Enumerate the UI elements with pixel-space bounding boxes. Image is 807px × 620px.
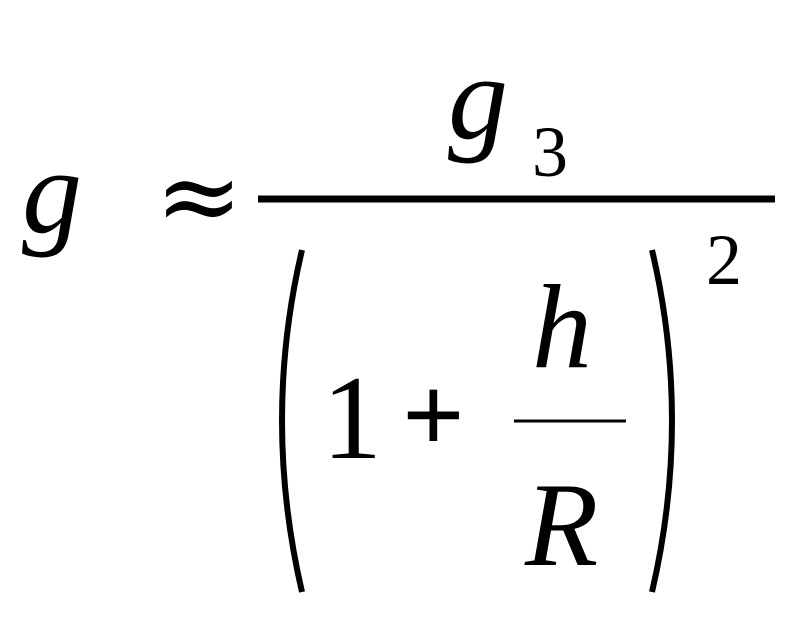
right-parenthesis bbox=[649, 249, 675, 593]
inner-denominator-r: R bbox=[524, 458, 598, 591]
numerator-g: g bbox=[448, 31, 508, 164]
numerator-subscript-3: 3 bbox=[532, 112, 568, 192]
left-parenthesis bbox=[279, 249, 305, 593]
lhs-variable-g: g bbox=[22, 125, 82, 258]
inner-numerator-h: h bbox=[532, 260, 592, 393]
approx-symbol: ≈ bbox=[155, 135, 243, 257]
exponent-two: 2 bbox=[706, 220, 742, 300]
numeral-one: 1 bbox=[322, 351, 382, 484]
plus-sign: + bbox=[402, 354, 465, 476]
